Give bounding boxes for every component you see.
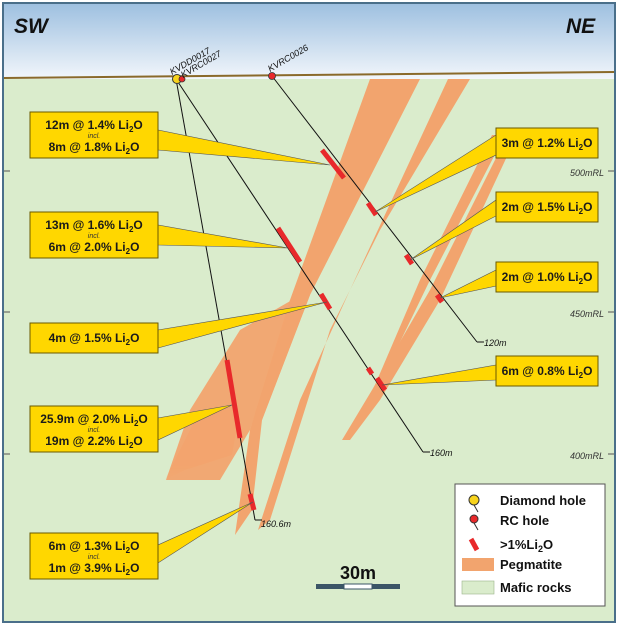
- svg-text:4m @ 1.5% Li2O: 4m @ 1.5% Li2O: [49, 331, 140, 347]
- intercept-segment: [247, 493, 257, 511]
- svg-text:6m @ 1.3% Li2O: 6m @ 1.3% Li2O: [49, 539, 140, 555]
- pegmatite-fourth: [360, 135, 505, 420]
- callout-left-3: 4m @ 1.5% Li2O: [29, 322, 159, 354]
- legend-rc-label: RC hole: [500, 513, 549, 528]
- elevation-400: 400mRL: [570, 451, 604, 461]
- callout-right-4: 6m @ 0.8% Li2O: [495, 355, 599, 387]
- intercept-segment: [365, 366, 375, 376]
- pegmatite-swatch: [462, 558, 494, 571]
- svg-text:incl.: incl.: [88, 233, 101, 240]
- callout-left-1: 12m @ 1.4% Li2O incl. 8m @ 1.8% Li2O: [29, 111, 159, 159]
- intercept-segment: [403, 253, 415, 266]
- svg-text:2m @ 1.0% Li2O: 2m @ 1.0% Li2O: [502, 270, 593, 286]
- intercept-segment: [318, 292, 333, 311]
- legend: Diamond hole RC hole >1%Li2O Pegmatite M…: [454, 483, 606, 607]
- scale-bar: 30m: [316, 563, 400, 590]
- intercept-segment: [434, 293, 445, 304]
- direction-right: NE: [566, 15, 596, 38]
- legend-grade-label: >1%Li2O: [500, 537, 553, 554]
- direction-left: SW: [14, 15, 50, 38]
- svg-text:incl.: incl.: [88, 554, 101, 561]
- svg-text:incl.: incl.: [88, 427, 101, 434]
- intercept-segment: [365, 201, 379, 217]
- svg-text:12m @ 1.4% Li2O: 12m @ 1.4% Li2O: [45, 118, 143, 134]
- intercept-segment: [224, 359, 243, 439]
- pegmatite-second: [258, 79, 470, 530]
- svg-text:25.9m @ 2.0% Li2O: 25.9m @ 2.0% Li2O: [40, 412, 148, 428]
- svg-text:8m @ 1.8% Li2O: 8m @ 1.8% Li2O: [49, 140, 140, 156]
- svg-text:2m @ 1.5% Li2O: 2m @ 1.5% Li2O: [502, 200, 593, 216]
- intercept-segment: [374, 376, 388, 392]
- end-depth-kvrc0027: 160m: [430, 448, 453, 458]
- pegmatite-main-upper: [235, 79, 420, 535]
- rc-hole-collar: [178, 75, 186, 83]
- scale-bar-label: 30m: [340, 563, 376, 583]
- sky: [4, 4, 614, 79]
- svg-text:incl.: incl.: [88, 133, 101, 140]
- drill-trace-kvrc0027: [175, 78, 424, 453]
- grade-segment-symbol: [468, 537, 480, 552]
- intercept-segment: [275, 226, 303, 264]
- callout-left-4: 25.9m @ 2.0% Li2O incl. 19m @ 2.2% Li2O: [29, 405, 159, 453]
- svg-text:6m @ 0.8% Li2O: 6m @ 0.8% Li2O: [502, 364, 593, 380]
- rc-hole-collar: [268, 72, 276, 80]
- svg-text:1m @ 3.9% Li2O: 1m @ 3.9% Li2O: [49, 561, 140, 577]
- callout-left-5: 6m @ 1.3% Li2O incl. 1m @ 3.9% Li2O: [29, 532, 159, 580]
- legend-diamond-label: Diamond hole: [500, 493, 586, 508]
- end-depth-kvrc0026: 120m: [484, 338, 507, 348]
- elevation-450: 450mRL: [570, 309, 604, 319]
- callout-right-2: 2m @ 1.5% Li2O: [495, 191, 599, 223]
- legend-mafic-label: Mafic rocks: [500, 580, 572, 595]
- pegmatite-main-lower: [166, 300, 292, 480]
- pegmatite-main-mid: [250, 295, 310, 430]
- ground-surface: [3, 71, 615, 79]
- end-depth-kvdd0017: 160.6m: [261, 519, 292, 529]
- intercept-segment: [320, 148, 346, 180]
- svg-text:6m @ 2.0% Li2O: 6m @ 2.0% Li2O: [49, 240, 140, 256]
- callout-right-3: 2m @ 1.0% Li2O: [495, 261, 599, 293]
- elevation-500: 500mRL: [570, 168, 604, 178]
- mafic-swatch: [461, 580, 495, 595]
- rc-hole-symbol: [469, 514, 479, 524]
- callout-left-2: 13m @ 1.6% Li2O incl. 6m @ 2.0% Li2O: [29, 211, 159, 259]
- svg-text:19m @ 2.2% Li2O: 19m @ 2.2% Li2O: [45, 434, 143, 450]
- svg-text:13m @ 1.6% Li2O: 13m @ 1.6% Li2O: [45, 218, 143, 234]
- diamond-hole-symbol: [468, 494, 480, 506]
- legend-pegmatite-label: Pegmatite: [500, 557, 562, 572]
- svg-text:3m @ 1.2% Li2O: 3m @ 1.2% Li2O: [502, 136, 593, 152]
- callout-right-1: 3m @ 1.2% Li2O: [495, 127, 599, 159]
